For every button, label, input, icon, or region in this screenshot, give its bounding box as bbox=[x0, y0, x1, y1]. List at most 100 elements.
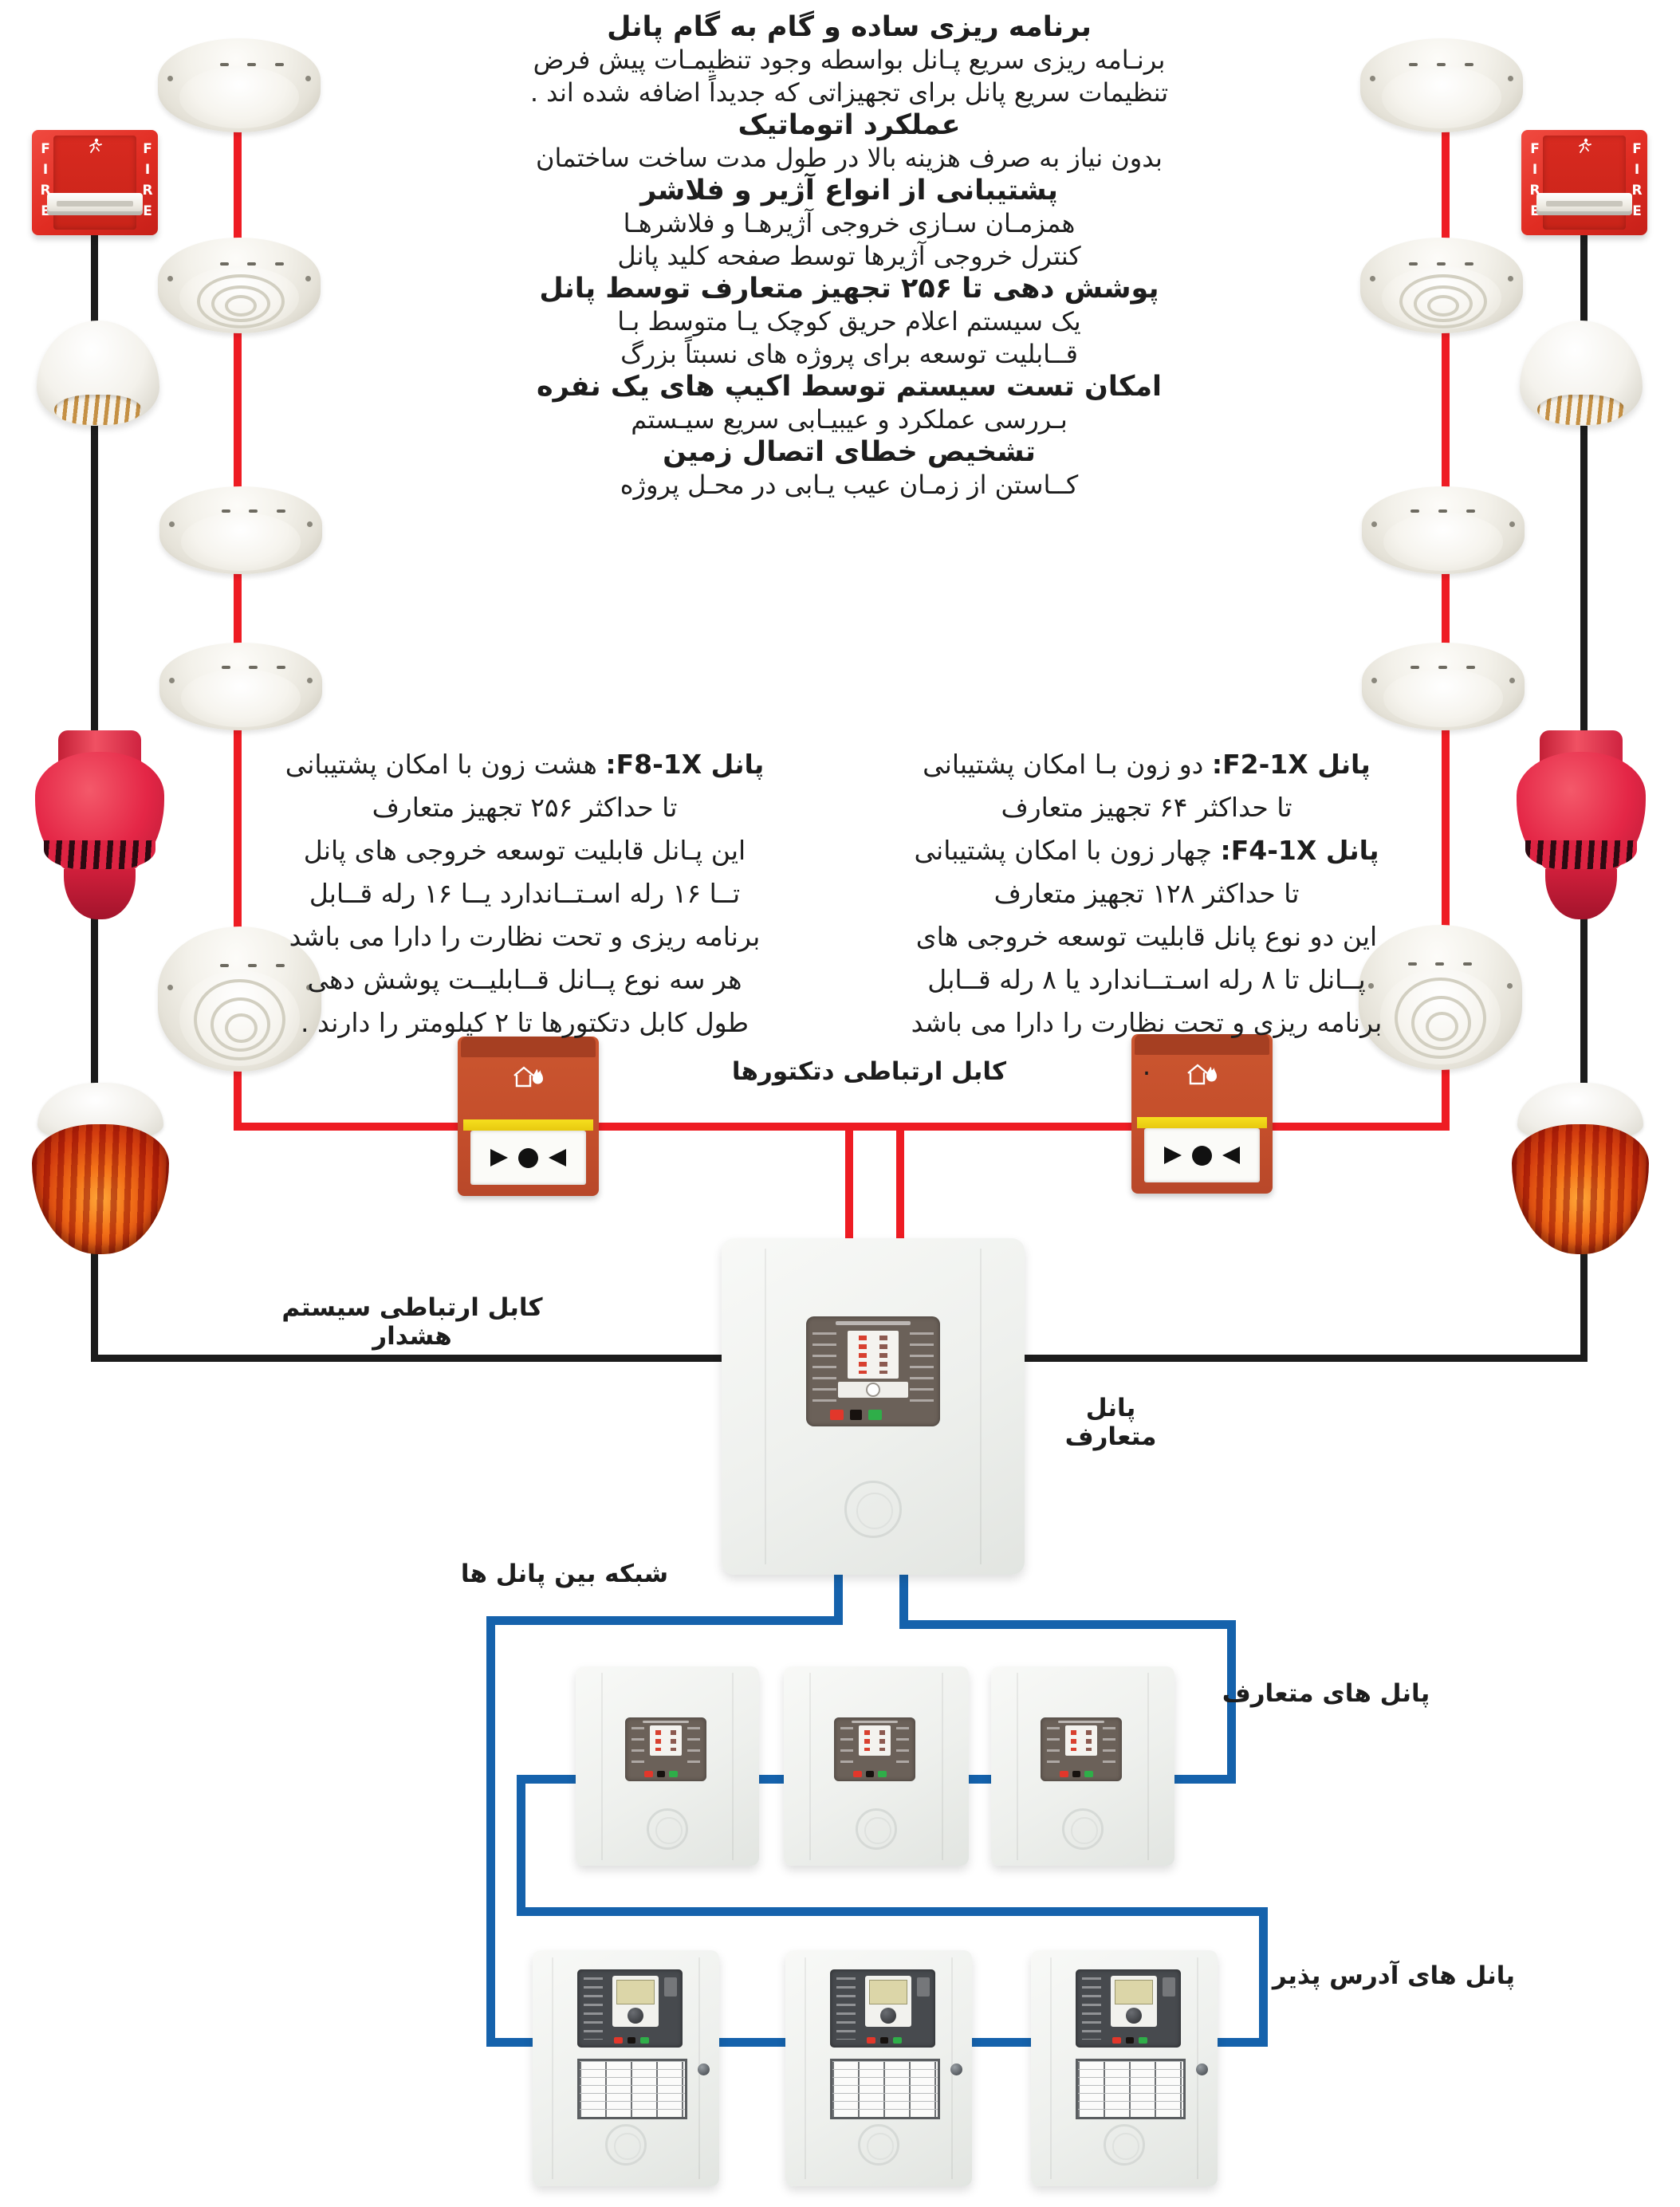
fire-strobe: FIRE FIRE bbox=[32, 130, 158, 235]
center-dot-icon bbox=[1191, 1145, 1212, 1166]
info-line: هر سه نوع پــانل قــابلیــت پوشش دهی bbox=[307, 964, 742, 995]
beacon-lens bbox=[1512, 1123, 1649, 1254]
feature-line: بدون نیاز به صرف هزینه بالا در طول مدت س… bbox=[536, 143, 1163, 173]
running-man-icon bbox=[1576, 138, 1593, 157]
label-alarm-cable: کابل ارتباطی سیستم هشدار bbox=[281, 1293, 543, 1351]
panel-f2-f4-description: پانل F2-1X: دو زون بـا امکان پشتیبانی تا… bbox=[911, 743, 1383, 1088]
green-button bbox=[669, 1771, 678, 1777]
ge-logo bbox=[605, 2124, 647, 2166]
feature-heading: تشخیص خطای اتصال زمین bbox=[663, 436, 1036, 468]
black-button bbox=[866, 1771, 874, 1777]
info-line: تا حداکثر ۶۴ تجهیز متعارف bbox=[1001, 792, 1292, 823]
green-button bbox=[878, 1771, 887, 1777]
house-flame-icon bbox=[1186, 1061, 1219, 1093]
info-line: تــا ۱۶ رله اسـتــاندارد یــا ۱۶ رله قــ… bbox=[309, 878, 741, 909]
conventional-panel bbox=[576, 1666, 759, 1866]
fire-strobe: FIRE FIRE bbox=[1521, 130, 1647, 235]
beacon-red bbox=[32, 1083, 169, 1254]
sounder-red bbox=[1517, 730, 1646, 923]
feature-line: همزمـان سـازی خروجی آژیرهـا و فلاشرهـا bbox=[623, 208, 1076, 238]
door-lock bbox=[950, 2063, 962, 2075]
info-line: این دو نوع پانل قابلیت توسعه خروجی های bbox=[915, 921, 1378, 952]
strobe-lens bbox=[46, 193, 144, 215]
red-wire-right-detector-chain bbox=[1442, 126, 1450, 1131]
addressable-panel bbox=[785, 1950, 972, 2186]
feature-line: قــابلیت توسعه برای پروژه های نسبتاً بزر… bbox=[620, 339, 1078, 369]
control-panel bbox=[577, 1969, 683, 2048]
press-here-element bbox=[470, 1131, 587, 1185]
ge-logo bbox=[844, 1481, 902, 1538]
center-dot-icon bbox=[517, 1147, 538, 1168]
feature-line: تنظیمات سریع پانل برای تجهیزاتی که جدیدا… bbox=[529, 77, 1169, 108]
feature-heading: امکان تست سیستم توسط اکیپ های یک نفره bbox=[536, 371, 1163, 403]
navigation-knob bbox=[1126, 2008, 1142, 2024]
sounder-white bbox=[1520, 321, 1643, 426]
feature-line: برنـامه ریزی سریع پـانل بواسطه وجود تنظی… bbox=[533, 45, 1166, 75]
green-button bbox=[893, 2037, 902, 2044]
beacon-red bbox=[1512, 1083, 1649, 1254]
sounder-grille bbox=[1525, 840, 1637, 871]
running-man-icon bbox=[86, 138, 104, 157]
red-button bbox=[830, 1410, 844, 1420]
red-wire-panel-drop-2 bbox=[896, 1123, 904, 1242]
red-wire-panel-drop-1 bbox=[845, 1123, 853, 1242]
info-line: این پـانل قابلیت توسعه خروجی های پانل bbox=[303, 835, 746, 866]
ge-logo bbox=[647, 1808, 688, 1850]
heat-detector bbox=[158, 238, 321, 333]
smoke-detector bbox=[1360, 38, 1523, 132]
beacon-lens bbox=[32, 1123, 169, 1254]
black-wire-right-horizontal bbox=[1021, 1355, 1588, 1362]
arrow-right-icon bbox=[490, 1149, 508, 1166]
feature-heading: پشتیبانی از انواع آژیر و فلاشر bbox=[640, 175, 1058, 207]
red-wire-detector-bus bbox=[234, 1123, 1450, 1131]
black-button bbox=[1126, 2037, 1134, 2044]
sounder-grille bbox=[53, 394, 143, 425]
addressable-panel bbox=[1031, 1950, 1218, 2186]
feature-list: برنامه ریزی ساده و گام به گام پانل برنـا… bbox=[375, 11, 1324, 502]
smoke-detector bbox=[159, 486, 322, 574]
yellow-band bbox=[1137, 1117, 1267, 1128]
info-line: تا حداکثر ۱۲۸ تجهیز متعارف bbox=[993, 878, 1300, 909]
smoke-detector bbox=[158, 38, 321, 132]
red-button bbox=[1060, 1771, 1068, 1777]
heat-detector bbox=[1359, 925, 1522, 1070]
feature-line: بـررسی عملکرد و عیبیـابی سریع سیـستم bbox=[631, 404, 1068, 435]
info-line: طول کابل دتکتورها تا ۲ کیلومتر را دارند … bbox=[300, 1007, 749, 1038]
black-button bbox=[657, 1771, 665, 1777]
navigation-knob bbox=[628, 2008, 643, 2024]
blue-wire-h3 bbox=[899, 1620, 1236, 1629]
red-button bbox=[614, 2037, 623, 2044]
manual-call-point bbox=[458, 1037, 599, 1196]
feature-heading: پوشش دهی تا ۲۵۶ تجهیز متعارف توسط پانل bbox=[539, 273, 1159, 305]
conventional-panel bbox=[991, 1666, 1174, 1866]
fire-text: FIRE bbox=[140, 141, 155, 224]
main-conventional-panel bbox=[722, 1238, 1025, 1575]
ge-logo bbox=[856, 1808, 897, 1850]
red-button bbox=[853, 1771, 862, 1777]
control-panel bbox=[806, 1316, 940, 1426]
label-panel-network: شبکه بین پانل ها bbox=[460, 1560, 669, 1588]
red-button bbox=[644, 1771, 653, 1777]
led-display bbox=[859, 1725, 891, 1756]
strobe-lens bbox=[1536, 193, 1633, 215]
control-panel bbox=[625, 1717, 706, 1781]
lcd-screen bbox=[616, 1980, 655, 2004]
panel-model: پانل F8-1X: bbox=[605, 749, 765, 780]
arrow-left-icon bbox=[548, 1149, 566, 1166]
blue-wire-h1 bbox=[486, 1616, 843, 1625]
feature-line: یک سیستم اعلام حریق کوچک یـا متوسط بـا bbox=[617, 306, 1081, 336]
navigation-knob bbox=[880, 2008, 896, 2024]
label-conventional-panels: پانل های متعارف bbox=[1222, 1679, 1430, 1708]
arrow-right-icon bbox=[1163, 1147, 1182, 1164]
blue-wire-left-vertical-2 bbox=[517, 1775, 525, 1916]
label-conventional-panel: پانل متعارف bbox=[1064, 1394, 1157, 1451]
panel-model: پانل F4-1X: bbox=[1220, 835, 1379, 866]
red-button bbox=[1112, 2037, 1121, 2044]
feature-line: کــاستن از زمـان عیب یـابی در محـل پروژه bbox=[620, 470, 1079, 500]
black-button bbox=[880, 2037, 888, 2044]
zone-indicator-grid bbox=[830, 2059, 940, 2119]
ge-logo bbox=[858, 2124, 899, 2166]
heat-detector bbox=[1360, 238, 1523, 333]
label-addressable-panels: پانل های آدرس پذیر bbox=[1272, 1961, 1516, 1990]
